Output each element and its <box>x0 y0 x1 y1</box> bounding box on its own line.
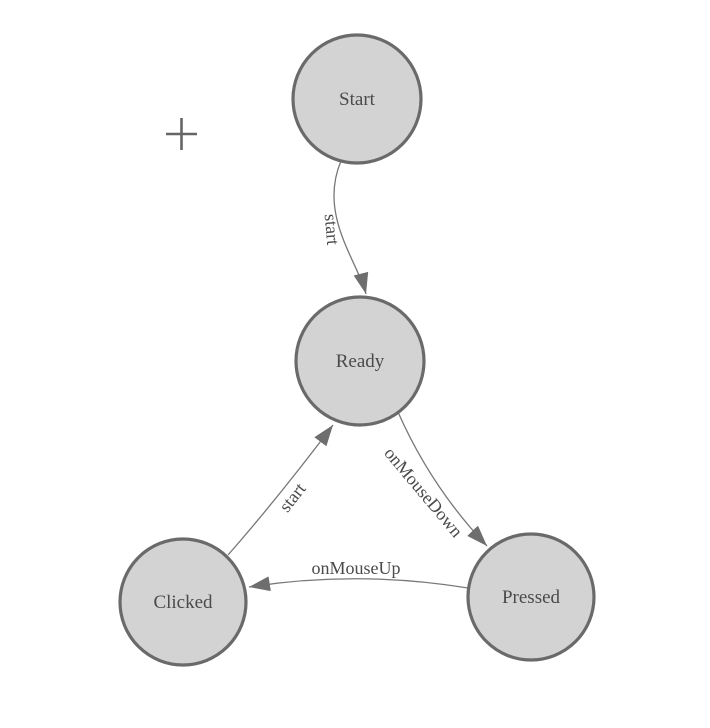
edge-pressed-to-clicked[interactable]: onMouseUp <box>248 558 469 592</box>
edge-label-start: start <box>275 479 310 516</box>
state-node-ready[interactable]: Ready <box>294 295 426 427</box>
node-label-clicked: Clicked <box>153 592 213 613</box>
crosshair-cursor-icon <box>166 118 197 150</box>
node-circle-pressed[interactable] <box>466 532 596 662</box>
node-circle-start[interactable] <box>291 33 423 165</box>
edge-label-start: start <box>321 213 344 246</box>
edge-label-onmousedown: onMouseDown <box>380 443 467 541</box>
edge-line-clicked-to-ready[interactable] <box>227 424 334 556</box>
node-label-start: Start <box>339 89 376 110</box>
edge-clicked-to-ready[interactable]: start <box>227 424 334 556</box>
node-circle-clicked[interactable] <box>118 537 248 667</box>
state-node-start[interactable]: Start <box>291 33 423 165</box>
node-circle-ready[interactable] <box>294 295 426 427</box>
node-label-ready: Ready <box>336 351 385 372</box>
edge-label-onmouseup: onMouseUp <box>312 558 401 578</box>
edge-line-ready-to-pressed[interactable] <box>397 411 488 547</box>
edge-line-pressed-to-clicked[interactable] <box>248 576 469 592</box>
edge-ready-to-pressed[interactable]: onMouseDown <box>380 411 488 547</box>
node-label-pressed: Pressed <box>502 587 561 608</box>
state-node-clicked[interactable]: Clicked <box>118 537 248 667</box>
edge-line-start-to-ready[interactable] <box>333 160 369 295</box>
state-node-pressed[interactable]: Pressed <box>466 532 596 662</box>
edge-start-to-ready[interactable]: start <box>321 160 369 295</box>
